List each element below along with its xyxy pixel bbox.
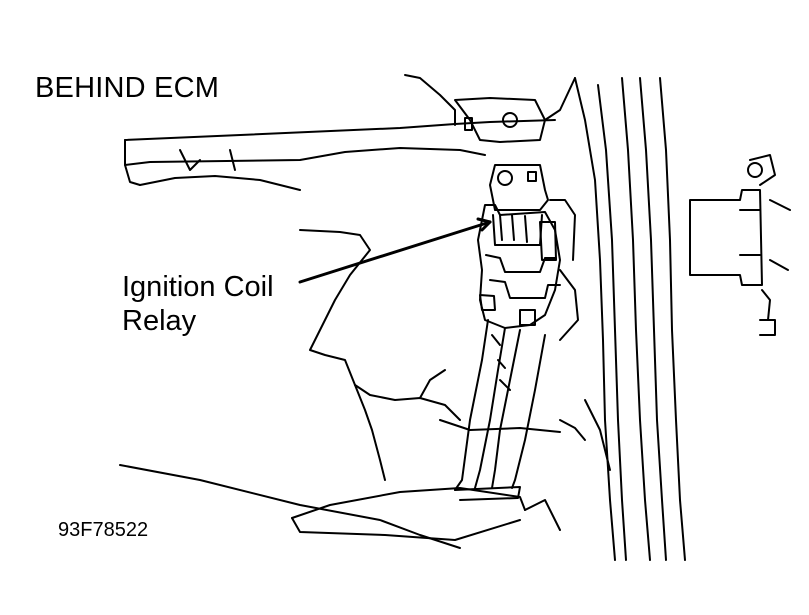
callout-label: Ignition Coil Relay [122,270,274,338]
door-hinge [689,154,791,336]
wire-harness [454,319,546,501]
figure-id: 93F78522 [58,519,149,541]
diagram-title: BEHIND ECM [35,72,220,104]
ecm-housing [299,164,549,481]
relay-connector [477,199,579,341]
dash-panel [124,74,576,191]
callout-leader [298,217,492,284]
lower-console [119,419,561,549]
callout-line-1: Ignition Coil [122,271,274,303]
door-pillar [559,77,686,561]
callout-line-2: Relay [122,305,197,337]
